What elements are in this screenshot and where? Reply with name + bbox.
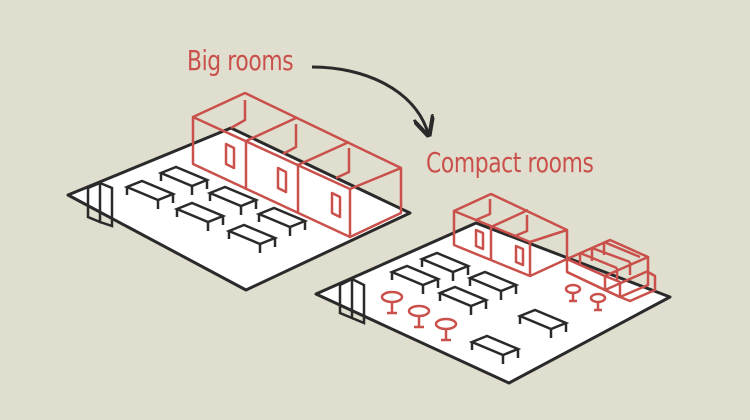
desk bbox=[516, 308, 570, 338]
partition-wall bbox=[86, 181, 114, 228]
round-table bbox=[407, 304, 431, 329]
big-rooms-floor-group bbox=[66, 91, 412, 292]
desk bbox=[157, 165, 211, 195]
compact-rooms-label: Compact rooms bbox=[426, 146, 594, 179]
desk bbox=[255, 206, 309, 236]
desk bbox=[388, 264, 442, 294]
big-rooms-floor bbox=[66, 126, 412, 292]
compact-rooms-floor-group bbox=[314, 192, 672, 385]
compact-rooms-block bbox=[452, 192, 657, 303]
partition-wall bbox=[338, 276, 366, 325]
desk bbox=[123, 179, 177, 209]
round-table bbox=[564, 283, 582, 303]
round-table bbox=[589, 292, 607, 312]
desk bbox=[206, 185, 260, 215]
desk bbox=[466, 270, 520, 300]
desk bbox=[225, 223, 279, 253]
desk bbox=[418, 251, 472, 281]
curved-arrow bbox=[311, 65, 428, 133]
big-rooms-label: Big rooms bbox=[187, 44, 294, 77]
round-table bbox=[380, 290, 404, 315]
desk bbox=[436, 285, 490, 315]
desk bbox=[468, 334, 522, 364]
compact-rooms-floor bbox=[314, 221, 672, 385]
big-rooms-block bbox=[191, 91, 403, 239]
round-table bbox=[434, 317, 458, 342]
desk bbox=[173, 201, 227, 231]
